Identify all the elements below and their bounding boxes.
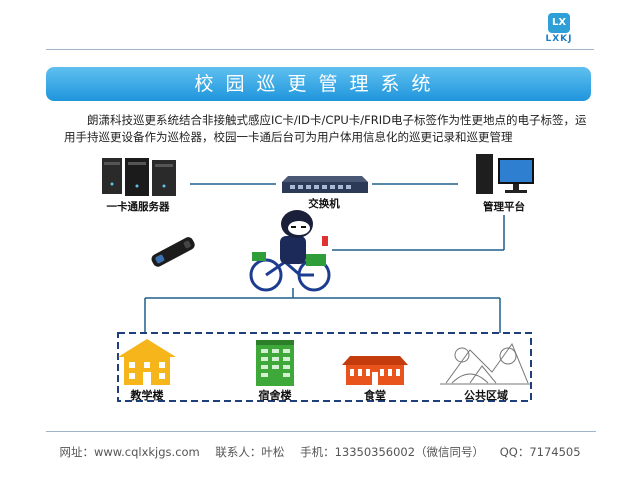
server-icon	[102, 158, 176, 196]
footer-divider	[46, 431, 596, 432]
logo-text: LXKJ	[545, 34, 573, 44]
switch-icon	[282, 176, 368, 193]
page-title: 校园巡更管理系统	[46, 67, 591, 101]
platform-label: 管理平台	[483, 201, 525, 213]
patrol-guard-bicycle-icon	[249, 210, 331, 292]
locations-box	[117, 332, 532, 402]
logo-mark: LX	[548, 13, 570, 33]
location-label-public: 公共区域	[464, 389, 508, 402]
footer-contact: 网址：www.cqlxkjgs.com 联系人：叶松 手机：1335035600…	[0, 444, 640, 460]
header-divider	[46, 49, 594, 50]
teaching-building-icon	[118, 339, 176, 385]
dormitory-icon	[256, 340, 294, 386]
footer-phone: 手机：13350356002（微信同号）	[300, 445, 485, 459]
patrol-device-icon	[151, 237, 195, 267]
server-label: 一卡通服务器	[106, 201, 170, 213]
public-area-icon	[440, 342, 530, 385]
description-text: 朗潇科技巡更系统结合非接触式感应IC卡/ID卡/CPU卡/FRID电子标签作为性…	[64, 113, 587, 144]
location-label-dormitory: 宿舍楼	[258, 389, 292, 402]
switch-label: 交换机	[308, 198, 340, 210]
connection-lines	[144, 183, 505, 333]
footer-qq: QQ：7174505	[499, 445, 581, 459]
footer-website: 网址：www.cqlxkjgs.com	[59, 445, 200, 459]
location-label-canteen: 食堂	[364, 389, 386, 402]
desktop-computer-icon	[476, 154, 534, 194]
company-logo: LX LXKJ	[537, 10, 581, 46]
canteen-icon	[342, 356, 408, 385]
footer-contact-person: 联系人：叶松	[215, 445, 285, 459]
location-label-teaching: 教学楼	[130, 389, 164, 402]
